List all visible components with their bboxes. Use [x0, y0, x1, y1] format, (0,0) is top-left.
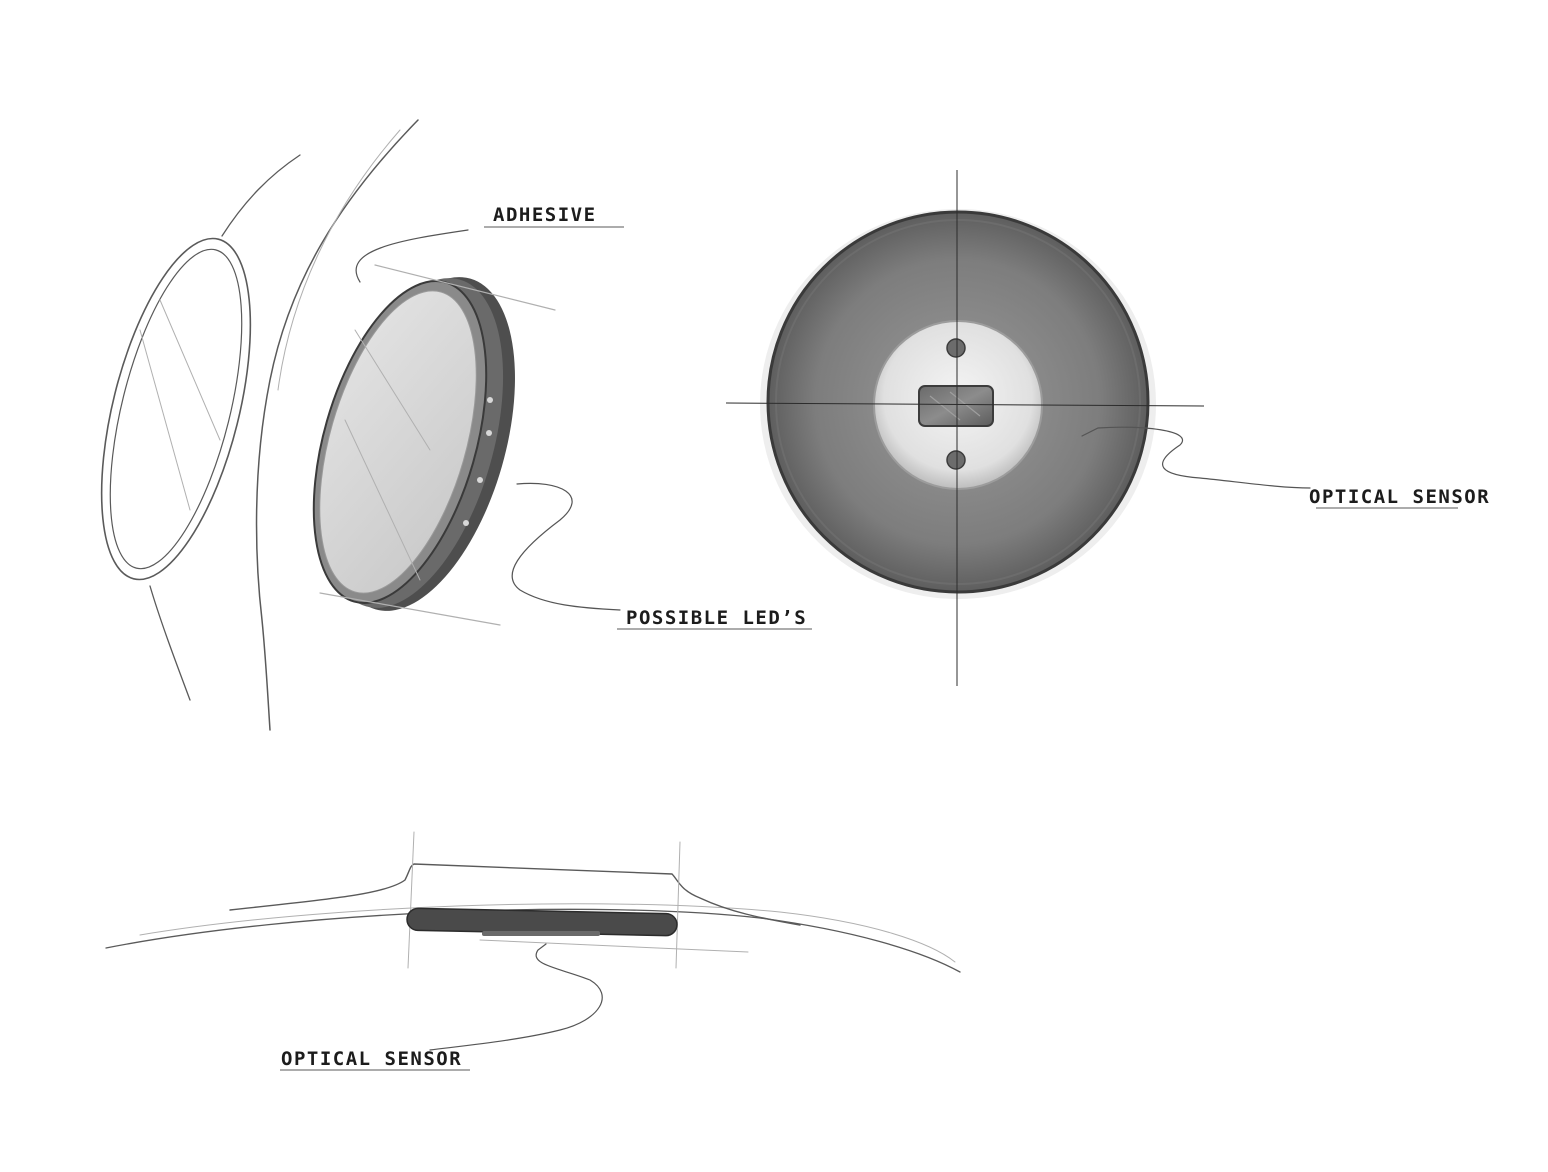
- led-dot: [463, 520, 469, 526]
- optical-sensor-bump: [482, 931, 600, 936]
- callout-optical-sensor-side: OPTICAL SENSOR: [280, 943, 603, 1071]
- callout-optical-sensor-front: OPTICAL SENSOR: [1081, 426, 1490, 509]
- callout-possible-leds: POSSIBLE LED’S: [511, 482, 812, 630]
- front-view: [725, 170, 1205, 686]
- optical-sensor-front-label: OPTICAL SENSOR: [1309, 486, 1490, 508]
- crosshair-horizontal: [725, 402, 1205, 407]
- possible-leds-label: POSSIBLE LED’S: [626, 607, 807, 629]
- watch-face-outline: [100, 237, 252, 581]
- led-dot: [486, 430, 492, 436]
- adhesive-label: ADHESIVE: [493, 204, 597, 226]
- callout-adhesive: ADHESIVE: [355, 204, 624, 283]
- electrode-bottom: [946, 450, 966, 470]
- side-view: [105, 831, 961, 973]
- electrode-top: [946, 338, 966, 358]
- perspective-view: [100, 119, 556, 731]
- sensor-disc-perspective: [312, 264, 556, 626]
- optical-sensor-side-label: OPTICAL SENSOR: [281, 1048, 462, 1070]
- led-dots: [463, 397, 493, 526]
- optical-sensor-chip: [918, 385, 994, 427]
- wrist-strap-outline: [149, 119, 419, 731]
- led-dot: [477, 477, 483, 483]
- led-dot: [487, 397, 493, 403]
